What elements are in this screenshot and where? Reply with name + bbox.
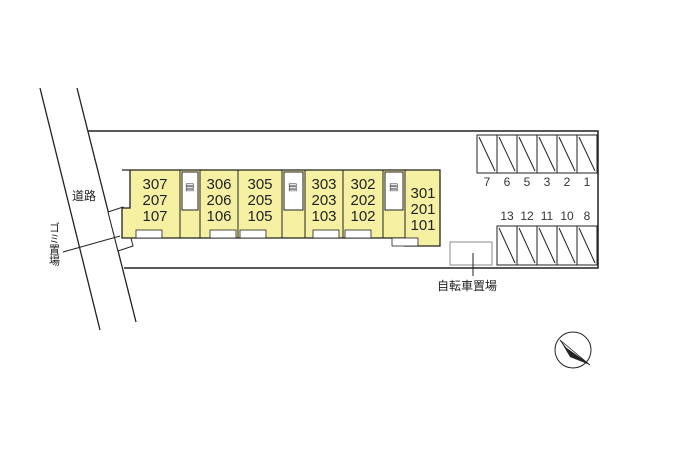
svg-text:202: 202: [350, 192, 375, 209]
unit-305: 305 205 105: [247, 176, 272, 225]
parking-row-bottom: 13 12 11 10 8: [496, 209, 598, 266]
garbage-leader: [62, 235, 121, 253]
parking-space: 1: [576, 134, 598, 189]
parking-number: 6: [504, 175, 511, 189]
parking-space: 6: [496, 134, 518, 189]
garbage-label: ゴミ置場: [48, 221, 61, 267]
parking-number: 3: [544, 175, 551, 189]
svg-text:103: 103: [311, 208, 336, 225]
parking-number: 5: [524, 175, 531, 189]
parking-space: 10: [556, 209, 578, 266]
building: ▤ ▤ ▤ 307 207 107 306 206 106 305 205 105: [121, 169, 441, 247]
svg-text:▤: ▤: [389, 182, 398, 193]
bicycle-parking: [449, 241, 493, 266]
svg-text:306: 306: [206, 176, 231, 193]
parking-space: 3: [536, 134, 558, 189]
svg-text:302: 302: [350, 176, 375, 193]
svg-text:▤: ▤: [185, 182, 194, 193]
svg-text:303: 303: [311, 176, 336, 193]
unit-302: 302 202 102: [350, 176, 375, 225]
svg-text:101: 101: [410, 217, 435, 234]
parking-space: 2: [556, 134, 578, 189]
north-arrow-icon: [554, 331, 592, 369]
svg-text:206: 206: [206, 192, 231, 209]
parking-number: 1: [584, 175, 591, 189]
stairwell: [181, 171, 404, 211]
parking-number: 10: [560, 209, 574, 223]
parking-number: 13: [500, 209, 514, 223]
unit-303: 303 203 103: [311, 176, 336, 225]
svg-text:207: 207: [142, 192, 167, 209]
svg-text:205: 205: [247, 192, 272, 209]
parking-number: 8: [584, 209, 591, 223]
parking-space: 13: [496, 209, 518, 266]
svg-text:307: 307: [142, 176, 167, 193]
unit-301: 301 201 101: [410, 185, 435, 234]
unit-307: 307 207 107: [142, 176, 167, 225]
parking-space: 12: [516, 209, 538, 266]
parking-space: 7: [476, 134, 498, 189]
svg-text:106: 106: [206, 208, 231, 225]
svg-text:▤: ▤: [288, 182, 297, 193]
parking-number: 7: [484, 175, 491, 189]
road-label: 道路: [72, 188, 96, 203]
parking-number: 11: [541, 209, 554, 223]
svg-text:102: 102: [350, 208, 375, 225]
parking-number: 2: [564, 175, 571, 189]
road-edge-right: [76, 87, 137, 323]
svg-text:301: 301: [410, 185, 435, 202]
stair-icon: ▤ ▤ ▤: [185, 182, 398, 193]
svg-text:105: 105: [247, 208, 272, 225]
unit-306: 306 206 106: [206, 176, 231, 225]
svg-text:305: 305: [247, 176, 272, 193]
parking-space: 8: [576, 209, 598, 266]
parking-number: 12: [520, 209, 534, 223]
svg-text:107: 107: [142, 208, 167, 225]
balcony: [135, 229, 419, 247]
parking-space: 11: [536, 209, 558, 266]
bicycle-parking-label: 自転車置場: [437, 279, 497, 293]
lot-boundary: [88, 130, 599, 269]
road-edge-left: [39, 87, 101, 331]
svg-text:203: 203: [311, 192, 336, 209]
parking-space: 5: [516, 134, 538, 189]
svg-text:201: 201: [410, 201, 435, 218]
